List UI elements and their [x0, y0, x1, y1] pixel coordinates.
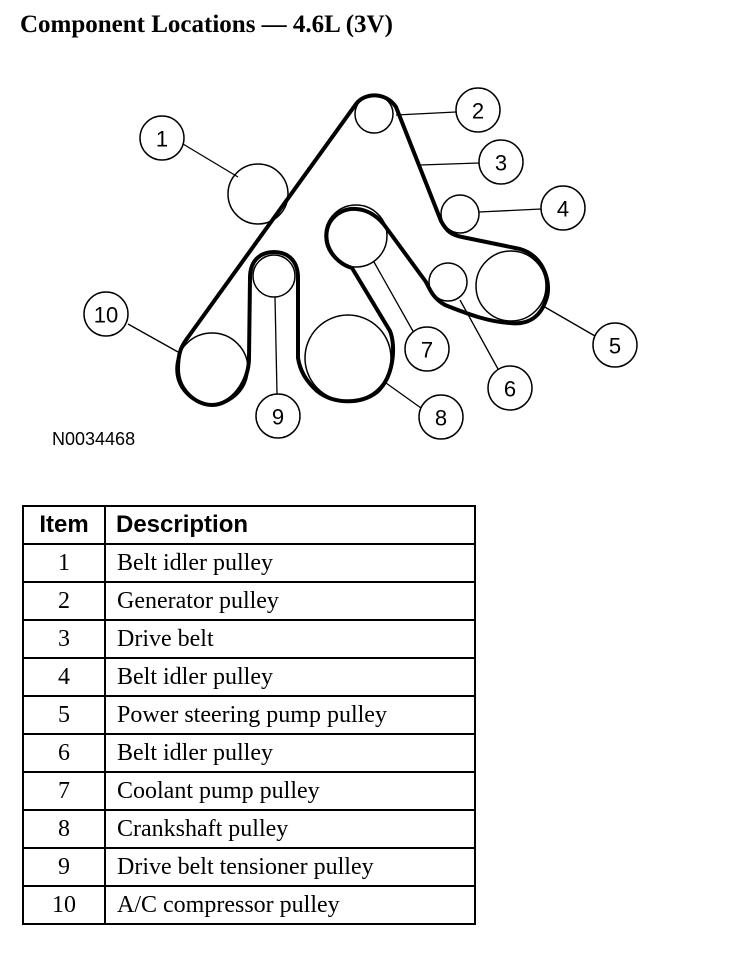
item-description: A/C compressor pulley — [104, 885, 476, 925]
leader-line-10 — [127, 323, 179, 353]
item-number: 4 — [22, 657, 106, 697]
table-header-row: Item Description — [22, 505, 476, 545]
item-description: Coolant pump pulley — [104, 771, 476, 811]
item-number: 10 — [22, 885, 106, 925]
pulley-5-power-steering — [475, 250, 547, 322]
leader-line-8 — [385, 382, 422, 409]
leader-line-1 — [182, 143, 239, 178]
pulley-9-tensioner — [252, 254, 296, 298]
leader-line-4 — [478, 208, 542, 213]
item-description: Drive belt tensioner pulley — [104, 847, 476, 887]
item-description: Drive belt — [104, 619, 476, 659]
callout-label-4: 4 — [557, 197, 569, 222]
callout-circle-8 — [418, 394, 464, 440]
pulley-1-belt-idler — [227, 163, 289, 225]
callout-label-1: 1 — [156, 127, 168, 152]
page-title: Component Locations — 4.6L (3V) — [20, 11, 393, 38]
callout-label-8: 8 — [435, 406, 447, 431]
pulley-6-belt-idler — [428, 262, 468, 302]
callout-circle-1 — [139, 115, 185, 161]
callout-circle-10 — [83, 291, 129, 337]
leader-line-3 — [419, 162, 480, 166]
column-header-description: Description — [104, 505, 476, 545]
item-number: 3 — [22, 619, 106, 659]
belt-routing-diagram: 1 2 3 4 5 6 7 8 9 10 N0034468 — [52, 87, 638, 449]
callout-label-7: 7 — [421, 338, 433, 363]
item-number: 1 — [22, 543, 106, 583]
callout-label-6: 6 — [504, 377, 516, 402]
item-description: Generator pulley — [104, 581, 476, 621]
item-description: Power steering pump pulley — [104, 695, 476, 735]
item-description: Belt idler pulley — [104, 543, 476, 583]
item-number: 7 — [22, 771, 106, 811]
column-header-item: Item — [22, 505, 106, 545]
pulley-4-belt-idler — [440, 194, 480, 234]
leader-line-5 — [542, 305, 596, 337]
pulley-8-crankshaft — [304, 314, 392, 402]
callout-circle-7 — [404, 326, 450, 372]
item-description: Belt idler pulley — [104, 657, 476, 697]
item-number: 5 — [22, 695, 106, 735]
leader-line-9 — [274, 296, 278, 395]
callout-circle-4 — [540, 185, 586, 231]
callout-circle-3 — [478, 139, 524, 185]
figure-id: N0034468 — [52, 429, 135, 449]
item-description: Belt idler pulley — [104, 733, 476, 773]
leader-line-6 — [459, 299, 499, 370]
callout-label-10: 10 — [94, 303, 118, 328]
leader-line-7 — [373, 261, 415, 334]
callout-circle-2 — [455, 87, 501, 133]
callout-circle-6 — [487, 365, 533, 411]
callout-label-5: 5 — [609, 334, 621, 359]
callout-circle-5 — [592, 322, 638, 368]
item-number: 6 — [22, 733, 106, 773]
callout-label-9: 9 — [272, 405, 284, 430]
callout-circle-9 — [255, 393, 301, 439]
item-number: 8 — [22, 809, 106, 849]
leader-line-2 — [395, 111, 457, 116]
callout-label-2: 2 — [472, 99, 484, 124]
callout-label-3: 3 — [495, 151, 507, 176]
item-number: 2 — [22, 581, 106, 621]
item-description: Crankshaft pulley — [104, 809, 476, 849]
drive-belt-path — [176, 93, 551, 407]
item-number: 9 — [22, 847, 106, 887]
